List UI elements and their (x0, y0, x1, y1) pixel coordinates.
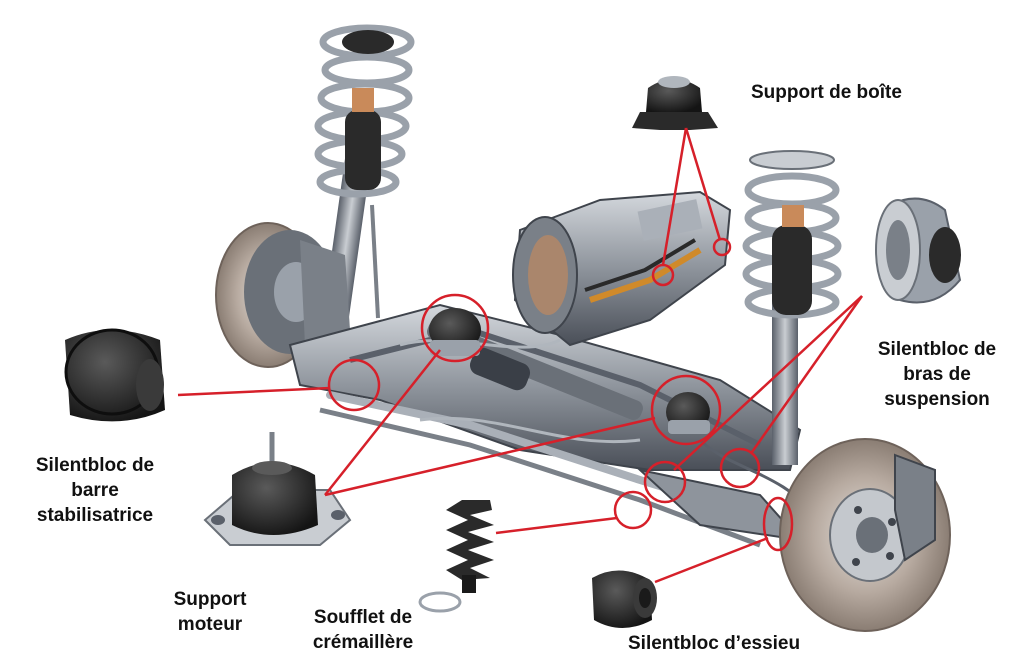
stabilizer-bushing-icon (64, 328, 165, 422)
label-silentbloc-bras-line-1: Silentbloc de (877, 339, 997, 360)
label-silentbloc-barre-line-1: Silentbloc de (35, 455, 155, 476)
left-brake-disc (215, 222, 350, 368)
rack-boot-icon (418, 500, 494, 613)
callout-circle-axle (762, 496, 794, 552)
label-support-moteur-line-2: moteur (177, 614, 243, 635)
callout-circle-rack-boot (613, 490, 653, 530)
label-support-moteur: Support moteur (155, 587, 265, 637)
callout-circles (327, 237, 794, 552)
label-silentbloc-essieu: Silentbloc d’essieu (628, 633, 801, 654)
left-top-mount (342, 30, 394, 54)
label-soufflet-line-1: Soufflet de (313, 607, 413, 628)
right-top-mount (749, 150, 835, 170)
callout-circle-gearbox-b (712, 237, 732, 257)
leader-lines (177, 127, 864, 584)
label-silentbloc-barre: Silentbloc de barre stabilisatrice (20, 453, 170, 528)
label-silentbloc-bras: Silentbloc de bras de suspension (862, 337, 1012, 412)
control-arm-bushing-icon (875, 197, 962, 304)
label-support-de-boite: Support de boîte (751, 82, 902, 103)
label-silentbloc-barre-line-2: barre (71, 480, 119, 501)
right-strut-boot (772, 225, 812, 315)
callout-circle-rear-mount (650, 374, 722, 446)
label-support-moteur-line-1: Support (173, 589, 247, 610)
engine-mount-icon (203, 432, 352, 546)
label-silentbloc-bras-line-2: bras de (903, 364, 971, 385)
axle-bushing-icon (592, 570, 657, 628)
label-soufflet-line-2: crémaillère (312, 632, 414, 653)
callout-circle-arm-rear (719, 447, 761, 489)
right-brake-disc (779, 438, 951, 632)
label-soufflet: Soufflet de crémaillère (298, 605, 428, 655)
gearbox (512, 190, 732, 347)
right-strut (742, 150, 842, 465)
gearbox-mount-icon (632, 76, 718, 130)
right-bump-stop (782, 205, 804, 227)
left-strut-boot (345, 110, 381, 190)
left-bump-stop (352, 88, 374, 112)
callout-circle-arm-front (643, 460, 687, 504)
subframe (288, 303, 822, 548)
callout-circle-engine-mount (420, 293, 490, 363)
label-silentbloc-barre-line-3: stabilisatrice (36, 505, 154, 526)
label-silentbloc-bras-line-3: suspension (884, 389, 990, 410)
callout-circle-stabilizer (327, 358, 381, 412)
